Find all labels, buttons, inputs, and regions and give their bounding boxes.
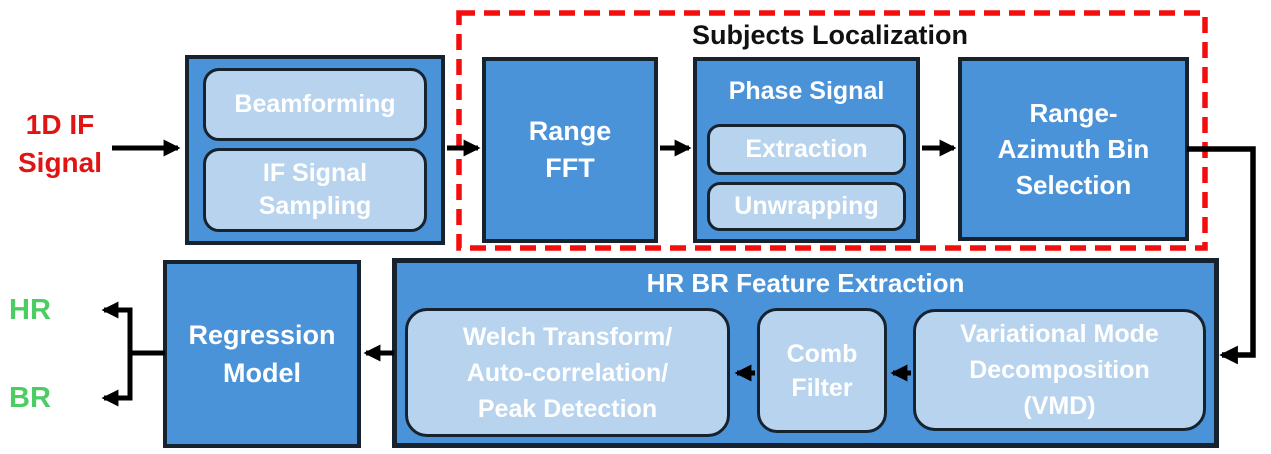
regression-model-box: Regression Model: [163, 260, 361, 448]
hr-br-feature-extraction-title: HR BR Feature Extraction: [646, 268, 965, 298]
beamforming-box: Beamforming: [203, 68, 427, 141]
arrow-regression-to-br: [101, 351, 133, 407]
br-output-label: BR: [9, 382, 51, 414]
unwrapping-box: Unwrapping: [707, 181, 906, 231]
vmd-box: Variational Mode Decomposition (VMD): [913, 309, 1206, 431]
extraction-box: Extraction: [707, 124, 906, 175]
phase-signal-box: Phase Signal Extraction Unwrapping: [693, 57, 920, 243]
preprocessing-group-box: Beamforming IF Signal Sampling: [185, 55, 445, 245]
hr-output-label: HR: [9, 294, 51, 326]
phase-signal-title: Phase Signal: [728, 76, 885, 105]
comb-filter-box: Comb Filter: [757, 308, 887, 433]
if-signal-sampling-box: IF Signal Sampling: [203, 147, 427, 232]
welch-transform-box: Welch Transform/ Auto-correlation/ Peak …: [405, 308, 730, 437]
arrow-regression-to-hr: [101, 301, 165, 356]
range-azimuth-bin-selection-box: Range- Azimuth Bin Selection: [958, 57, 1189, 241]
hr-br-feature-extraction-group-box: HR BR Feature Extraction Welch Transform…: [392, 258, 1219, 448]
input-signal-label: 1D IF Signal: [17, 109, 102, 178]
range-fft-box: Range FFT: [482, 57, 658, 243]
subjects-localization-title: Subjects Localization: [691, 20, 969, 50]
